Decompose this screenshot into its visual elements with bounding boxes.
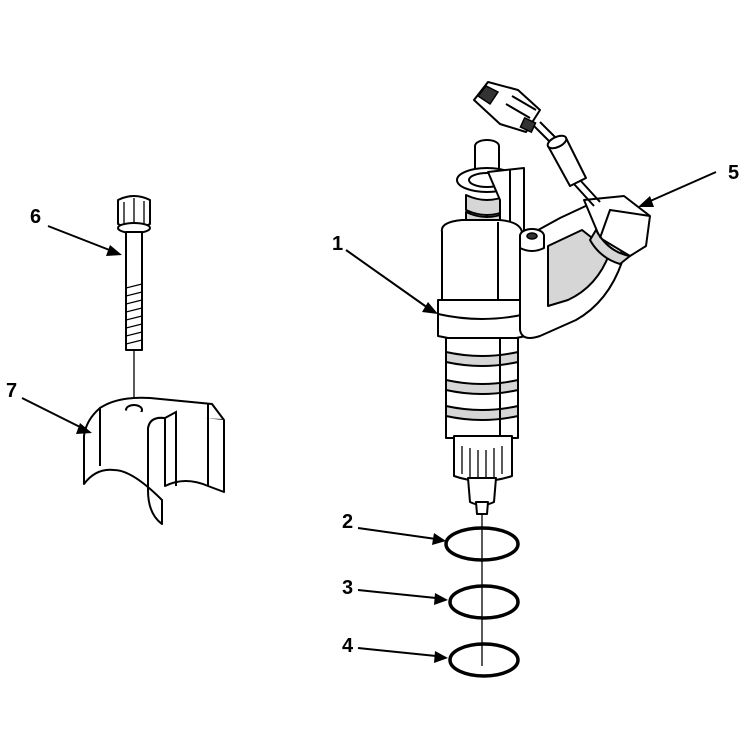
leader-arrow-5: [647, 171, 717, 203]
leader-arrow-2: [357, 527, 437, 540]
fuel-injector-icon: [437, 139, 651, 666]
leader-arrow-4: [357, 647, 437, 657]
leader-arrow-3: [357, 589, 437, 599]
callout-6: 6: [30, 206, 42, 228]
leader-arrow-1: [345, 249, 429, 309]
callout-2: 2: [342, 511, 354, 533]
callout-3: 3: [342, 577, 354, 599]
leader-arrow-6: [47, 225, 113, 252]
wiring-connector-icon: [473, 81, 601, 207]
clamp-icon: [83, 396, 225, 525]
callout-4: 4: [342, 635, 354, 657]
callout-7: 7: [6, 380, 18, 402]
callout-1: 1: [332, 233, 344, 255]
leader-arrows: [21, 171, 717, 663]
callout-5: 5: [728, 162, 740, 184]
o-ring-icon: [444, 526, 520, 678]
o-ring-3: [448, 584, 520, 620]
leader-arrow-7: [21, 397, 83, 429]
bolt-icon: [117, 195, 151, 402]
o-ring-4: [448, 642, 520, 678]
o-ring-2: [444, 526, 520, 562]
